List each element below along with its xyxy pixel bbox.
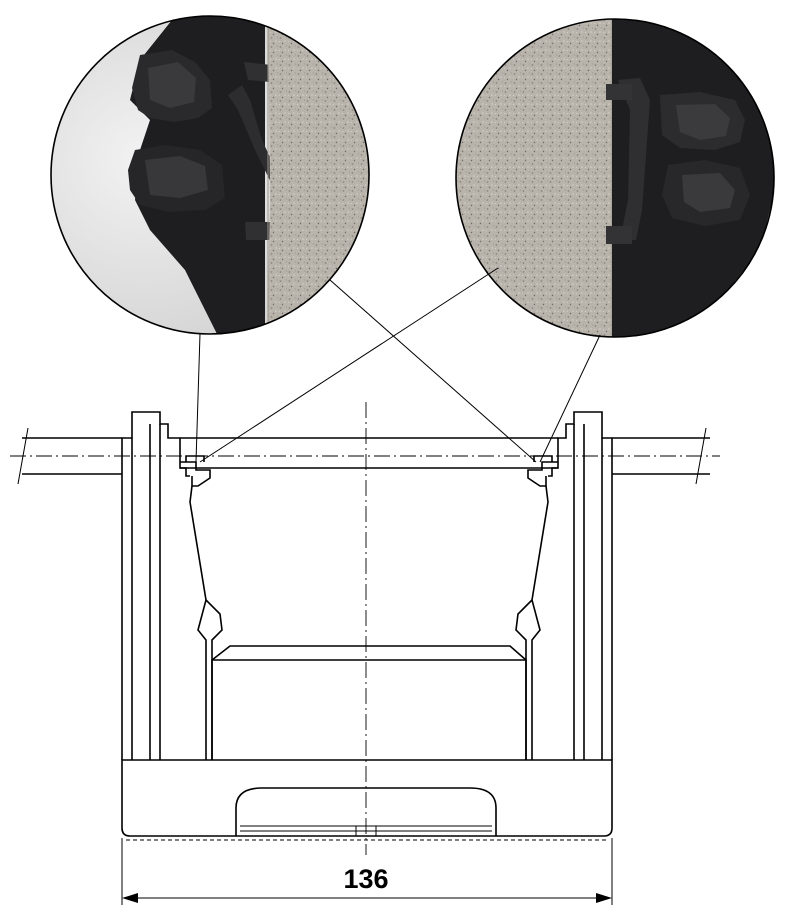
right-detail-circle [455,18,775,338]
dimension-label: 136 [343,864,388,894]
left-detail-circle [50,15,370,335]
width-dimension: 136 [121,838,613,905]
section-drawing [10,402,720,855]
housing-base [121,759,613,837]
leader-lines [195,267,601,463]
